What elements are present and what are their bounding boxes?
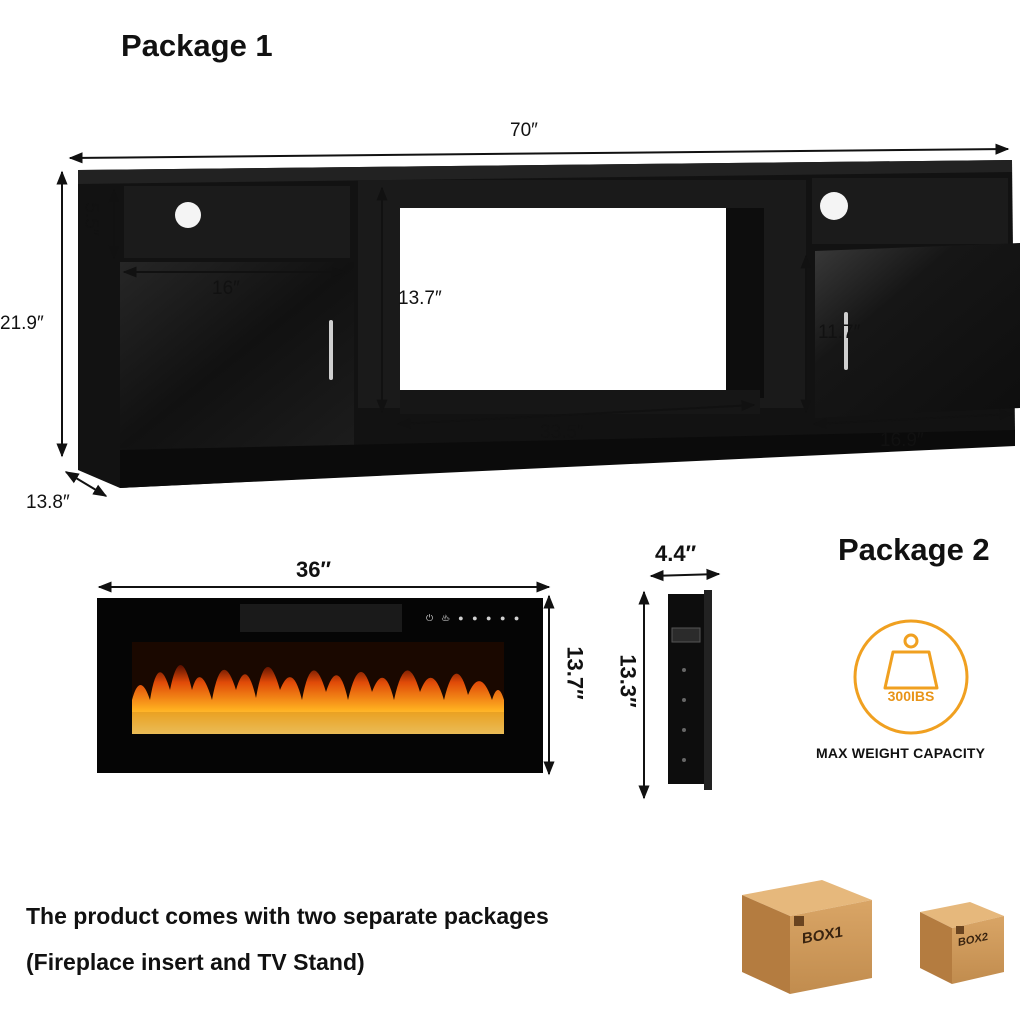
weight-ring-icon bbox=[903, 633, 919, 649]
package1-dimension-lines bbox=[56, 143, 1014, 497]
right-door-width-label: 16.9″ bbox=[880, 430, 924, 451]
box1-illustration bbox=[742, 880, 872, 994]
shelf-height-label: 5.5″ bbox=[80, 202, 102, 236]
right-door-height-label: 11.7″ bbox=[818, 322, 861, 343]
depth-label: 13.8″ bbox=[26, 492, 70, 513]
fireplace-side-view bbox=[668, 590, 712, 790]
left-door-handle bbox=[329, 320, 333, 380]
right-door-handle bbox=[844, 312, 848, 370]
overall-height-label: 21.9″ bbox=[0, 313, 44, 334]
control-panel-icons: ⏻ ♨ ● ● ● ● ● bbox=[426, 613, 523, 623]
weight-icon bbox=[883, 650, 939, 690]
cable-hole-left bbox=[175, 202, 201, 228]
package-note-line1: The product comes with two separate pack… bbox=[26, 903, 549, 929]
box2-illustration bbox=[920, 902, 1004, 984]
package-note-line2: (Fireplace insert and TV Stand) bbox=[26, 949, 365, 975]
fireplace-insert-front bbox=[97, 598, 543, 773]
weight-caption: MAX WEIGHT CAPACITY bbox=[816, 745, 986, 761]
left-door-width-label: 16″ bbox=[212, 278, 240, 299]
weight-badge bbox=[853, 619, 969, 735]
weight-value: 300IBS bbox=[887, 688, 935, 704]
tv-stand bbox=[78, 160, 1020, 488]
cable-hole-right bbox=[820, 192, 848, 220]
opening-height-label: 13.7″ bbox=[398, 288, 442, 309]
insert-width-label: 36″ bbox=[296, 557, 332, 582]
side-height-label: 13.3″ bbox=[615, 654, 641, 708]
right-cabinet-door bbox=[815, 243, 1020, 418]
left-cabinet-door bbox=[120, 262, 354, 448]
opening-width-label: 33.5″ bbox=[540, 422, 584, 443]
fireplace-opening bbox=[400, 208, 726, 390]
side-depth-label: 4.4″ bbox=[655, 541, 697, 566]
package-2-heading: Package 2 bbox=[838, 532, 990, 567]
insert-height-label: 13.7″ bbox=[562, 646, 588, 700]
package2-dimension-lines bbox=[97, 568, 721, 800]
overall-width-label: 70″ bbox=[510, 120, 538, 141]
package-1-heading: Package 1 bbox=[121, 28, 273, 63]
